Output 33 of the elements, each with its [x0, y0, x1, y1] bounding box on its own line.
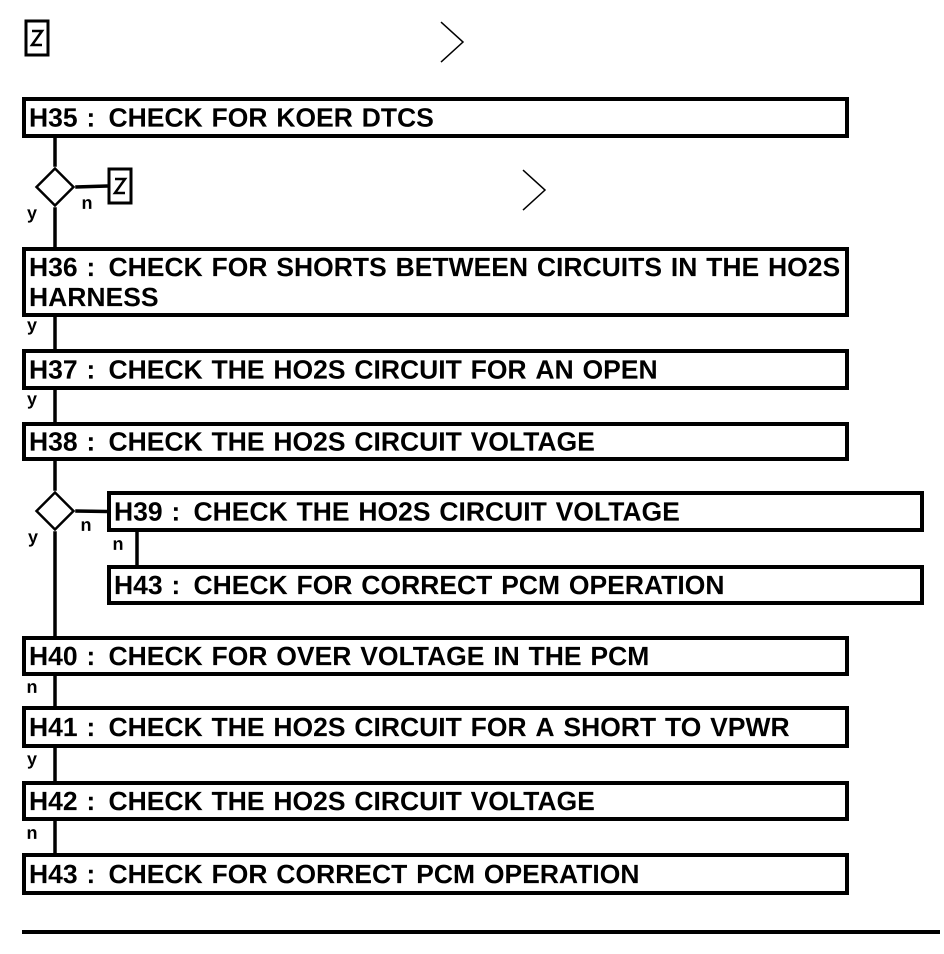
- edge-label: n: [82, 199, 92, 209]
- step-box: H42 : CHECK THE HO2S CIRCUIT VOLTAGE: [22, 781, 849, 821]
- connector-line: [75, 509, 108, 514]
- edge-label: y: [27, 395, 37, 409]
- step-box: H43 : CHECK FOR CORRECT PCM OPERATION: [22, 853, 849, 895]
- edge-label: y: [28, 533, 38, 547]
- step-box: H39 : CHECK THE HO2S CIRCUIT VOLTAGE: [107, 491, 924, 532]
- connector-line: [53, 390, 57, 422]
- edge-label: n: [114, 540, 122, 550]
- step-box: H36 : CHECK FOR SHORTS BETWEEN CIRCUITS IN THE HO2S HARNESS: [22, 247, 849, 317]
- step-box: H41 : CHECK THE HO2S CIRCUIT FOR A SHORT TO VPWR: [22, 706, 849, 748]
- edge-label: n: [28, 683, 36, 693]
- connector-line: [53, 531, 57, 636]
- step-box: H37 : CHECK THE HO2S CIRCUIT FOR AN OPEN: [22, 349, 849, 390]
- edge-label: y: [27, 321, 37, 335]
- connector-line: [53, 207, 57, 247]
- connector-line: [53, 317, 57, 349]
- connector-line: [53, 821, 57, 853]
- step-box: H35 : CHECK FOR KOER DTCS: [22, 97, 849, 138]
- edge-label: n: [82, 521, 90, 531]
- connector-line: [53, 748, 57, 781]
- edge-label: n: [28, 829, 36, 839]
- connector-line: [53, 138, 57, 167]
- step-box: H43 : CHECK FOR CORRECT PCM OPERATION: [107, 565, 924, 605]
- connector-line: [135, 532, 139, 565]
- step-box: H38 : CHECK THE HO2S CIRCUIT VOLTAGE: [22, 422, 849, 461]
- connector-line: [53, 461, 57, 491]
- connector-line: [53, 676, 57, 706]
- step-box: H40 : CHECK FOR OVER VOLTAGE IN THE PCM: [22, 636, 849, 676]
- edge-label: y: [27, 755, 37, 769]
- z-icon: [108, 168, 132, 204]
- connector-line: [75, 184, 108, 189]
- edge-label: y: [27, 209, 37, 223]
